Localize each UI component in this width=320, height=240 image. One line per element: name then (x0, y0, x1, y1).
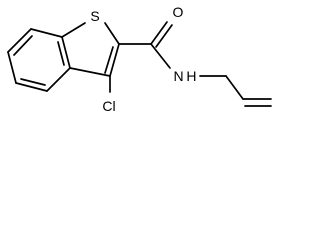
bond-c2-c3 (109, 43, 120, 77)
bond-s1-c2 (104, 22, 120, 45)
atom-label-oxygen: O (173, 4, 184, 20)
bond-benzene-c6-c7 (7, 28, 32, 53)
allyl-chain (199, 75, 272, 107)
bond-benzene-c5-c6 (7, 51, 17, 84)
bond-carbonyl-o (150, 21, 168, 45)
bond-benzene-c3a-c4 (46, 67, 71, 92)
bond-carbonyl-o-double (155, 24, 173, 48)
bond-benzene-c4-c5 (15, 82, 48, 92)
bond-c3-c3a (69, 67, 111, 77)
bond-c7a-s1 (61, 22, 86, 38)
bond-benzene-double-inner-3 (57, 41, 65, 66)
thiophene-ring (61, 22, 120, 77)
bond-carbonyl-n (150, 43, 171, 69)
bond-c2-c3-double (104, 46, 114, 74)
bond-benzene-double-inner-1 (20, 78, 46, 86)
amide-group (118, 21, 173, 69)
bond-ch2-ch (225, 75, 244, 100)
chemical-structure-diagram: S O N H Cl (7, 4, 272, 114)
atom-label-sulfur: S (90, 8, 99, 24)
atom-label-chlorine: Cl (102, 98, 115, 114)
bond-benzene-double-inner-2 (13, 35, 33, 56)
bond-benzene-c7-c7a (30, 28, 63, 38)
benzene-ring (7, 28, 71, 92)
atom-label-nitrogen: N H (173, 68, 196, 84)
bond-benzene-c7a-c3a (61, 36, 71, 69)
